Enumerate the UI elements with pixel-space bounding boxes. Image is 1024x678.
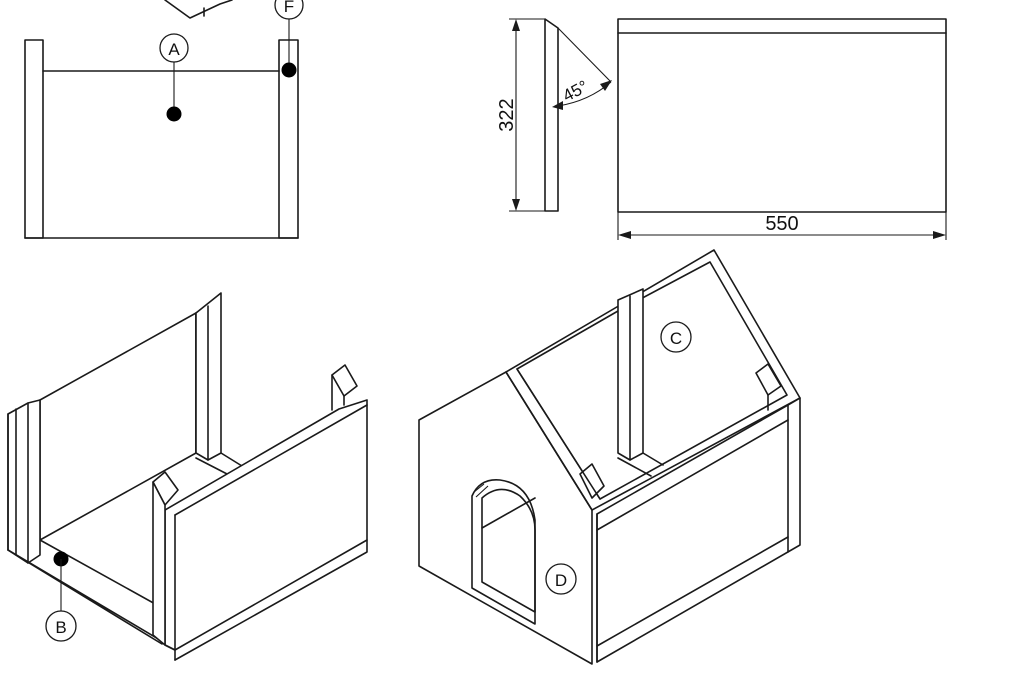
width-dimension: 550 (765, 213, 798, 235)
callout-f: F (284, 0, 294, 16)
callout-f-circle (274, 0, 304, 20)
callout-b-circle (45, 610, 77, 642)
callout-b: B (55, 618, 66, 637)
front-post-cap-2 (579, 463, 605, 499)
callout-d-circle (545, 563, 577, 595)
left-end-wall (7, 399, 41, 564)
left-post (24, 39, 44, 239)
callout-d: D (555, 571, 567, 590)
doghouse-isometric: C D (418, 249, 801, 665)
front-wall-elevation: A F (24, 0, 304, 239)
angle-dimension: 45° (560, 77, 592, 106)
callout-a: A (168, 40, 180, 59)
board-face (617, 18, 947, 213)
marker-f (281, 62, 297, 78)
callout-c: C (670, 329, 682, 348)
height-dimension: 322 (496, 98, 518, 131)
board-edge-view (544, 18, 559, 212)
cut-off-part (164, 0, 233, 19)
roof-board-detail: 322 45° 550 (496, 18, 947, 240)
base-box-isometric: B (7, 292, 368, 661)
right-post-cap-2 (755, 363, 782, 396)
right-post-cap (331, 364, 358, 397)
door-opening (471, 479, 536, 625)
callout-c-circle (660, 321, 692, 353)
marker-a (166, 106, 182, 122)
callout-a-circle (159, 33, 189, 63)
